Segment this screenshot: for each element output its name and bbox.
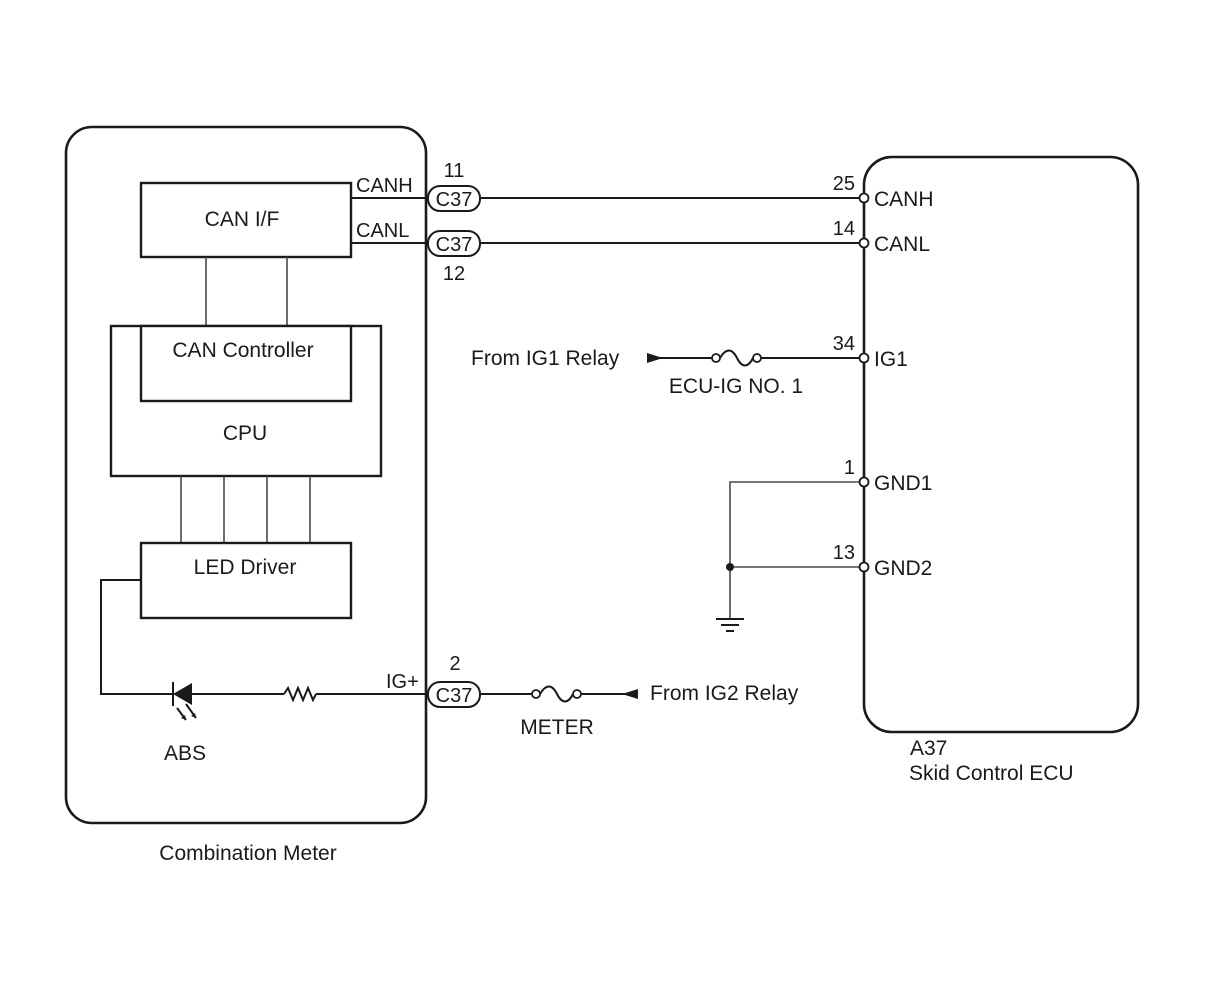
- ig2-arrow-icon: [622, 689, 638, 699]
- abs-led-label: ABS: [164, 742, 206, 765]
- ecu-pin-ig1: [858, 352, 870, 364]
- can-controller-block: CAN Controller: [139, 324, 353, 403]
- ecu-canh-label: CANH: [874, 188, 934, 211]
- skid-control-ecu-outline: [862, 155, 1140, 734]
- ecu-pin-canl: [858, 237, 870, 249]
- led-driver-output-wire: [100, 579, 173, 695]
- ecu-pin-canh: [858, 192, 870, 204]
- led-driver-label: LED Driver: [194, 556, 297, 579]
- resistor-icon: [283, 685, 317, 703]
- ecu-canh-pin-number: 25: [833, 173, 855, 195]
- connector-canh-pin: 11: [444, 160, 465, 182]
- connector-canl-code: C37: [436, 234, 473, 256]
- connector-ig-pin: 2: [449, 653, 460, 675]
- gnd1-wire: [729, 481, 860, 618]
- can-if-label: CAN I/F: [205, 208, 280, 231]
- ecu-gnd1-label: GND1: [874, 472, 932, 495]
- connector-canh-code: C37: [436, 189, 473, 211]
- ecu-ig-fuse-label: ECU-IG NO. 1: [669, 375, 803, 398]
- ecu-pin-gnd2: [858, 561, 870, 573]
- ecu-ig1-pin-number: 34: [833, 333, 855, 355]
- connector-ig-code: C37: [436, 685, 473, 707]
- connector-c37-canl: C37: [427, 230, 481, 257]
- cpu-label: CPU: [223, 422, 267, 445]
- ecu-code-label: A37: [910, 737, 947, 760]
- ig1-arrow-icon: [647, 353, 663, 363]
- can-controller-label: CAN Controller: [172, 339, 313, 362]
- ecu-gnd2-pin-number: 13: [833, 542, 855, 564]
- ecu-ig1-label: IG1: [874, 348, 908, 371]
- ecu-gnd1-pin-number: 1: [844, 457, 855, 479]
- ecu-canl-pin-number: 14: [833, 218, 855, 240]
- combination-meter-label: Combination Meter: [159, 842, 336, 865]
- ig2-relay-label: From IG2 Relay: [650, 682, 799, 705]
- connector-canl-pin: 12: [443, 263, 465, 285]
- abs-led-icon: [172, 682, 215, 721]
- meter-canl-label: CANL: [356, 220, 409, 242]
- meter-ig-label: IG+: [386, 671, 419, 693]
- can-if-block: CAN I/F: [139, 181, 353, 259]
- ecu-name-label: Skid Control ECU: [909, 762, 1074, 785]
- connector-c37-ig: C37: [427, 681, 481, 708]
- ecu-canl-label: CANL: [874, 233, 930, 256]
- ig1-relay-label: From IG1 Relay: [471, 347, 620, 370]
- ecu-pin-gnd1: [858, 476, 870, 488]
- meter-canh-label: CANH: [356, 175, 413, 197]
- ecu-ig-fuse-icon: [711, 349, 762, 367]
- meter-fuse-label: METER: [520, 716, 594, 739]
- led-driver-block: LED Driver: [139, 541, 353, 620]
- ecu-gnd2-label: GND2: [874, 557, 932, 580]
- meter-fuse-icon: [531, 685, 582, 703]
- ground-icon: [716, 618, 744, 632]
- connector-c37-canh: C37: [427, 185, 481, 212]
- ground-junction-dot: [726, 563, 734, 571]
